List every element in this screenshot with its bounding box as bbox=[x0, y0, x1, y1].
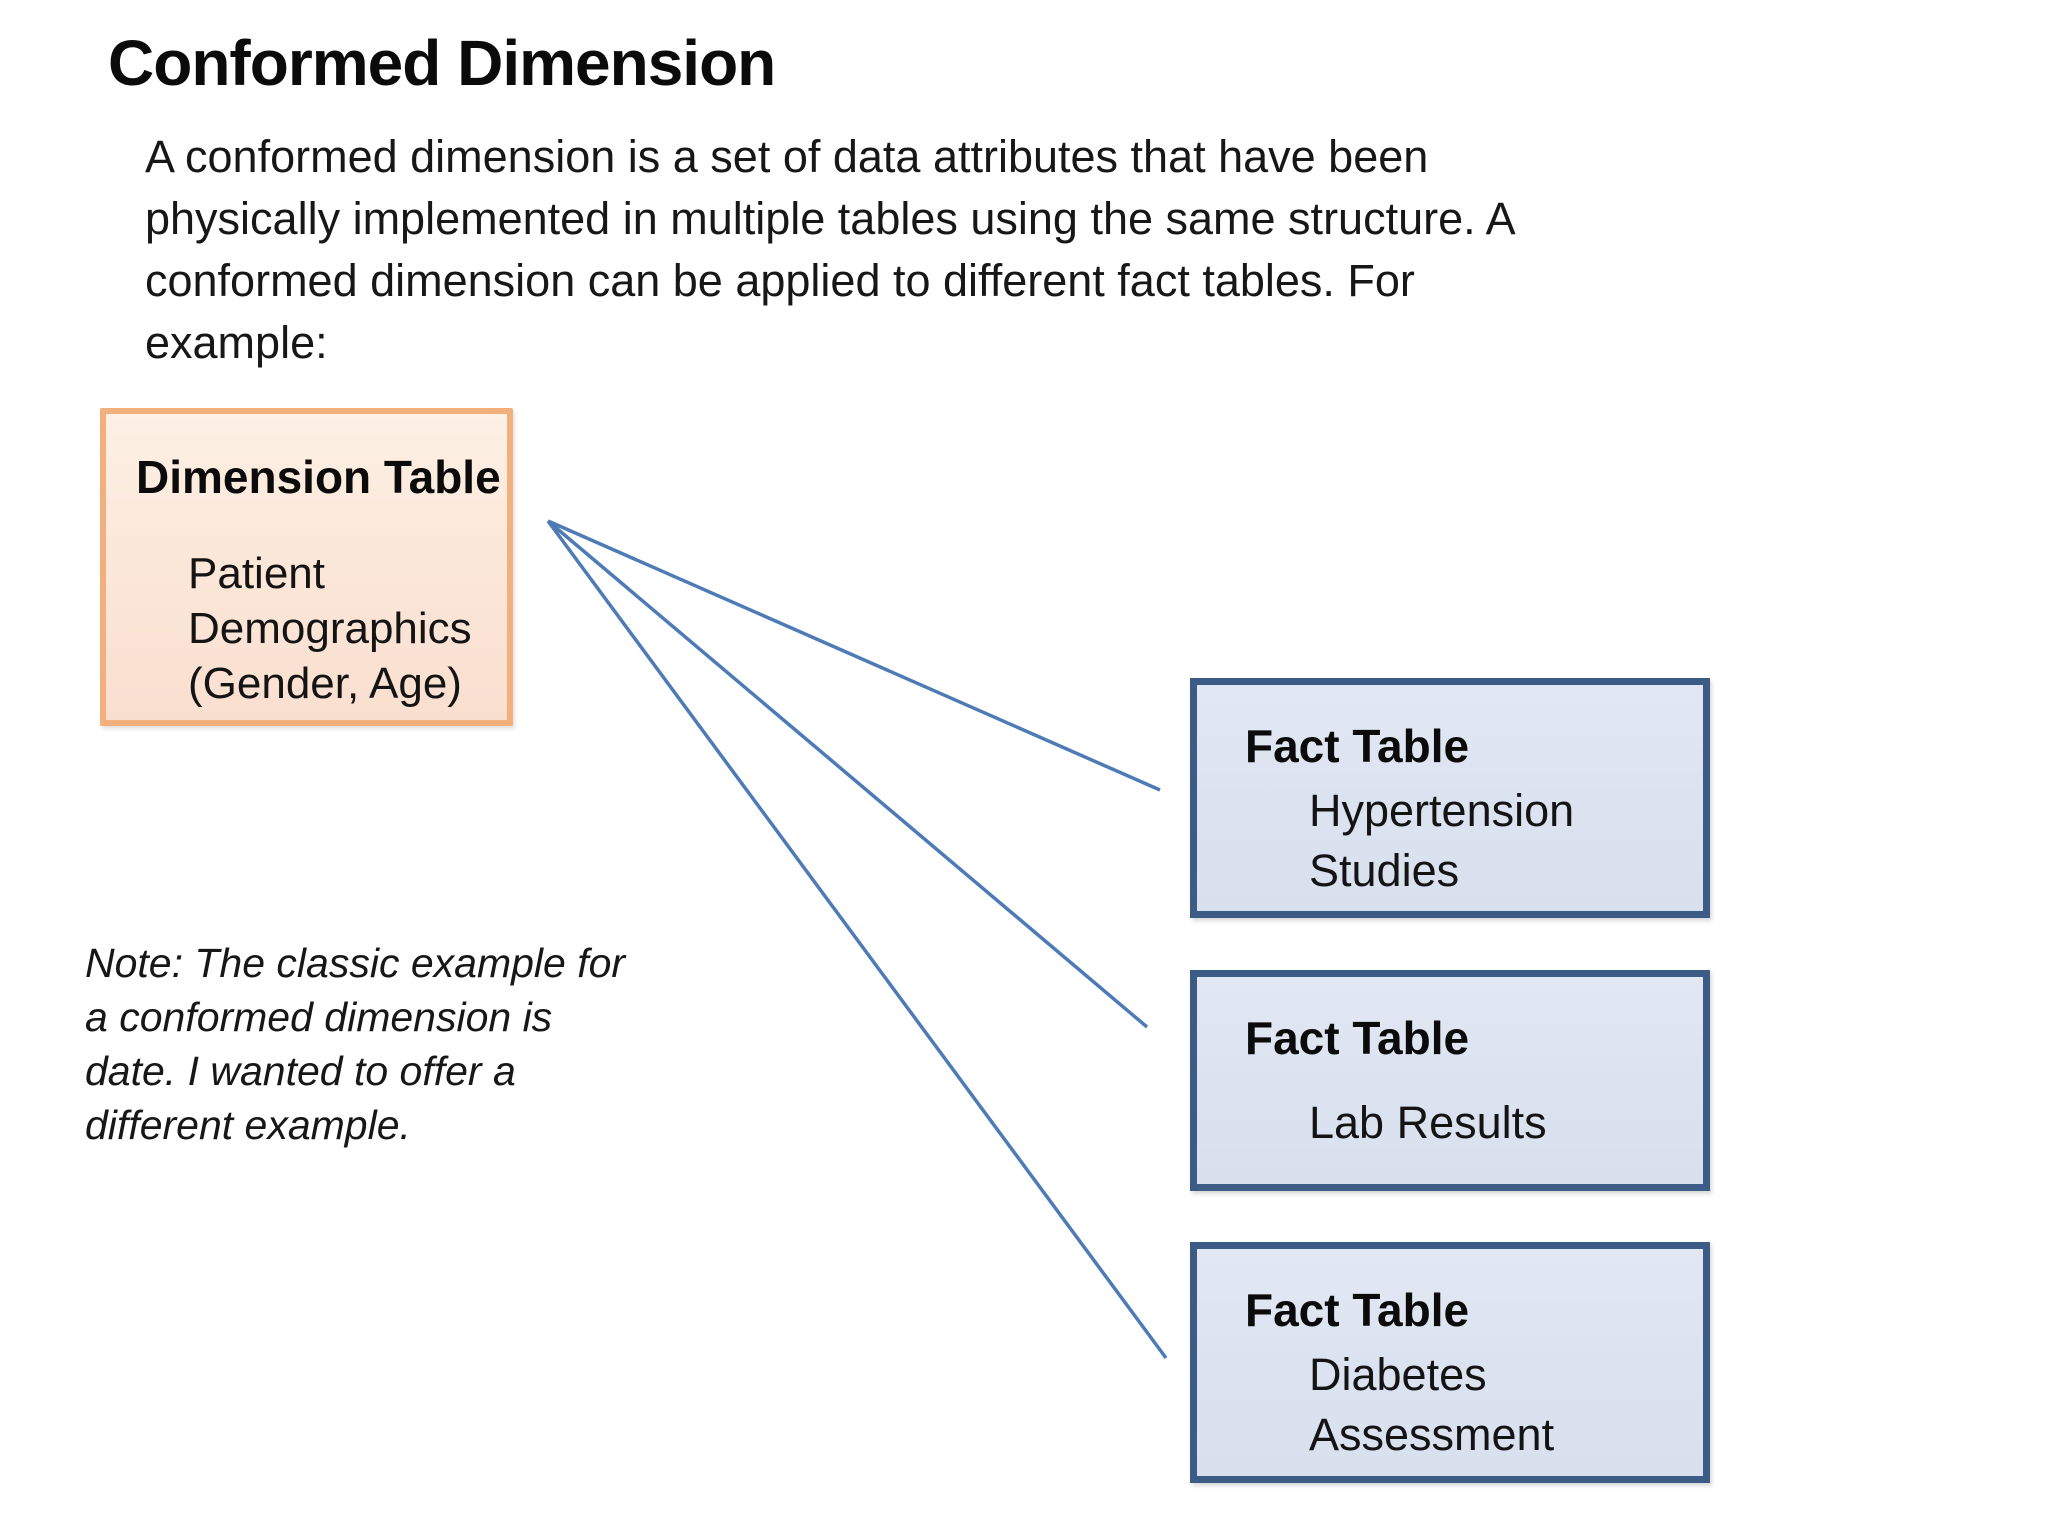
page-title: Conformed Dimension bbox=[108, 27, 776, 99]
fact-table-title: Fact Table bbox=[1245, 720, 1470, 772]
dimension-table-content: Patient Demographics (Gender, Age) bbox=[188, 546, 507, 711]
intro-line: physically implemented in multiple table… bbox=[145, 193, 1516, 244]
fact-table-content: Diabetes Assessment bbox=[1309, 1345, 1703, 1465]
fact-table-box-hypertension: Fact Table Hypertension Studies bbox=[1190, 678, 1710, 918]
intro-line: A conformed dimension is a set of data a… bbox=[145, 131, 1429, 182]
fact-table-line: Studies bbox=[1309, 845, 1460, 896]
note-line: a conformed dimension is bbox=[85, 994, 553, 1040]
dimension-table-line: Patient bbox=[188, 549, 325, 598]
intro-line: example: bbox=[145, 317, 328, 368]
dimension-table-line: (Gender, Age) bbox=[188, 659, 462, 708]
fact-table-title: Fact Table bbox=[1245, 1284, 1470, 1336]
note-text: Note: The classic example for a conforme… bbox=[85, 936, 625, 1152]
note-line: Note: The classic example for bbox=[85, 940, 626, 986]
fact-table-box-lab-results: Fact Table Lab Results bbox=[1190, 970, 1710, 1191]
fact-table-line: Hypertension bbox=[1309, 785, 1575, 836]
dimension-table-box: Dimension Table Patient Demographics (Ge… bbox=[100, 408, 513, 726]
fact-table-content: Lab Results bbox=[1309, 1093, 1703, 1153]
dimension-table-line: Demographics bbox=[188, 604, 472, 653]
connector-to-lab-results bbox=[546, 519, 1149, 1029]
note-line: different example. bbox=[85, 1102, 411, 1148]
dimension-table-title: Dimension Table bbox=[136, 451, 501, 503]
fact-table-title: Fact Table bbox=[1245, 1012, 1470, 1064]
fact-table-line: Diabetes bbox=[1309, 1349, 1487, 1400]
intro-line: conformed dimension can be applied to di… bbox=[145, 255, 1415, 306]
note-line: date. I wanted to offer a bbox=[85, 1048, 516, 1094]
fact-table-box-diabetes: Fact Table Diabetes Assessment bbox=[1190, 1242, 1710, 1483]
connector-to-hypertension bbox=[547, 519, 1161, 792]
connector-to-diabetes bbox=[546, 519, 1168, 1360]
fact-table-content: Hypertension Studies bbox=[1309, 781, 1703, 901]
fact-table-line: Assessment bbox=[1309, 1409, 1555, 1460]
intro-paragraph: A conformed dimension is a set of data a… bbox=[145, 126, 1516, 374]
fact-table-line: Lab Results bbox=[1309, 1097, 1547, 1148]
